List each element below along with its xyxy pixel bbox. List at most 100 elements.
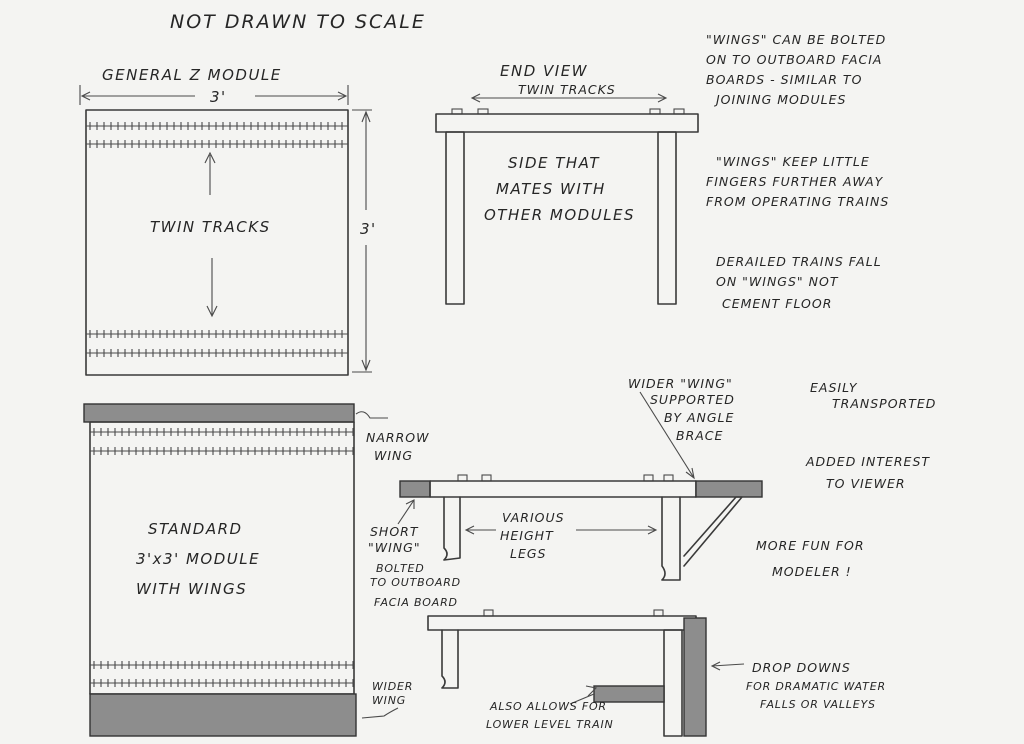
short-wing-label-3: BOLTED	[376, 562, 425, 575]
width-dim-arrow-left	[80, 91, 91, 101]
drop-view-top-board	[427, 615, 697, 631]
legs-label-3: LEGS	[510, 546, 546, 561]
lower-level-leader	[569, 693, 595, 705]
wider-wing-note-1: WIDER "WING"	[628, 376, 733, 391]
short-wing-label-5: FACIA BOARD	[374, 596, 458, 609]
narrow-wing-label-1: NARROW	[366, 430, 429, 445]
short-wing-label-4: TO OUTBOARD	[370, 576, 461, 589]
general-module-tracks	[86, 122, 348, 357]
end-view-side-line-3: OTHER MODULES	[484, 206, 635, 224]
general-module-center-label: TWIN TRACKS	[150, 218, 271, 236]
note-derailed-3: CEMENT FLOOR	[722, 296, 832, 311]
end-view-leg-right	[657, 131, 677, 305]
narrow-wing-leader	[355, 411, 388, 419]
note-fingers-1: "WINGS" KEEP LITTLE	[716, 154, 870, 169]
lower-level-arrow	[585, 685, 598, 697]
height-dim-label: 3'	[360, 220, 377, 238]
drop-downs-label-2: FOR DRAMATIC WATER	[746, 680, 886, 693]
width-dim-label: 3'	[210, 88, 227, 106]
narrow-wing-label-2: WING	[374, 448, 413, 463]
benefit-interest-1: ADDED INTEREST	[805, 454, 930, 469]
arrow-down-head	[206, 305, 218, 318]
benefit-fun-1: MORE FUN FOR	[756, 538, 865, 553]
drop-view-leg-right	[663, 629, 683, 737]
standard-module-tracks	[90, 428, 354, 687]
rail-nub	[483, 609, 494, 617]
height-dim-arrow-bottom	[361, 359, 371, 372]
short-wing-label-2: "WING"	[368, 540, 421, 555]
wider-wing-label-2: WING	[372, 694, 406, 707]
wider-wing	[89, 693, 357, 737]
standard-center-line-1: STANDARD	[148, 520, 243, 538]
wider-wing-note-2: SUPPORTED	[650, 392, 735, 407]
arrow-up-head	[204, 151, 216, 164]
end-view-dim-arrow-right	[657, 93, 668, 103]
wider-wing-note-leader	[639, 391, 695, 479]
end-view-side-line-2: MATES WITH	[496, 180, 606, 198]
wider-wing-leader	[361, 707, 399, 719]
benefit-interest-2: TO VIEWER	[826, 476, 906, 491]
legs-label-1: VARIOUS	[502, 510, 565, 525]
width-dim-arrow-right	[337, 91, 348, 101]
drop-downs-label-3: FALLS OR VALLEYS	[760, 698, 876, 711]
standard-module-plan: STANDARD 3'x3' MODULE WITH WINGS NARROW …	[83, 403, 429, 737]
short-wing-block	[399, 480, 431, 498]
general-module-plan: GENERAL Z MODULE 3' TWIN TRACKS 3'	[79, 66, 377, 376]
standard-center-line-3: WITH WINGS	[136, 580, 247, 598]
benefits-column: EASILY TRANSPORTED ADDED INTEREST TO VIE…	[756, 380, 936, 579]
wider-wing-label-1: WIDER	[372, 680, 413, 693]
notes-column: "WINGS" CAN BE BOLTED ON TO OUTBOARD FAC…	[706, 32, 889, 311]
end-view: END VIEW TWIN TRACKS SIDE THAT MATES WIT…	[435, 62, 699, 305]
rail-nub	[457, 474, 468, 482]
rail-nub	[481, 474, 492, 482]
wing-side-view: WIDER "WING" SUPPORTED BY ANGLE BRACE VA…	[368, 376, 763, 609]
benefit-fun-2: MODELER !	[772, 564, 852, 579]
wider-wing-note-arrow	[685, 467, 695, 480]
rail-nub	[663, 474, 674, 482]
end-view-side-line-1: SIDE THAT	[508, 154, 600, 172]
wider-wing-note-4: BRACE	[676, 428, 723, 443]
short-wing-arrow	[405, 499, 415, 509]
lower-level-label-2: LOWER LEVEL TRAIN	[486, 718, 614, 731]
rail-nub	[643, 474, 654, 482]
title: NOT DRAWN TO SCALE	[170, 11, 426, 33]
wing-view-top-board	[429, 480, 697, 498]
end-view-heading: END VIEW	[500, 62, 588, 80]
rail-nub	[653, 609, 664, 617]
wider-wing-note-3: BY ANGLE	[664, 410, 734, 425]
end-view-leg-left	[445, 131, 465, 305]
drop-downs-label-1: DROP DOWNS	[752, 660, 851, 675]
drop-down-view: DROP DOWNS FOR DRAMATIC WATER FALLS OR V…	[427, 609, 886, 737]
drop-downs-arrow	[710, 661, 721, 671]
wider-wing-block	[695, 480, 763, 498]
legs-arrow-right-head	[647, 525, 658, 535]
note-derailed-1: DERAILED TRAINS FALL	[716, 254, 882, 269]
end-view-dim-arrow-left	[470, 93, 481, 103]
legs-arrow-left-head	[464, 525, 475, 535]
angle-brace	[683, 496, 743, 567]
note-bolted-2: ON TO OUTBOARD FACIA	[706, 52, 882, 67]
general-module-outline	[85, 109, 349, 376]
short-wing-leader	[397, 499, 415, 525]
note-derailed-2: ON "WINGS" NOT	[716, 274, 839, 289]
benefit-transported-1: EASILY	[810, 380, 858, 395]
note-bolted-3: BOARDS - SIMILAR TO	[706, 72, 862, 87]
note-bolted-1: "WINGS" CAN BE BOLTED	[706, 32, 886, 47]
note-fingers-2: FINGERS FURTHER AWAY	[706, 174, 884, 189]
drop-down-board	[683, 617, 707, 737]
benefit-transported-2: TRANSPORTED	[832, 396, 936, 411]
legs-label-2: HEIGHT	[500, 528, 554, 543]
note-fingers-3: FROM OPERATING TRAINS	[706, 194, 889, 209]
wing-view-leg-left	[443, 496, 461, 561]
lower-level-label-1: ALSO ALLOWS FOR	[489, 700, 607, 713]
height-dim-arrow-top	[361, 110, 371, 123]
wing-view-leg-right	[661, 496, 681, 581]
note-bolted-4: JOINING MODULES	[713, 92, 846, 107]
drop-downs-leader	[711, 663, 745, 667]
short-wing-label-1: SHORT	[370, 524, 419, 539]
end-view-track-label: TWIN TRACKS	[518, 82, 616, 97]
narrow-wing	[83, 403, 355, 423]
general-module-heading: GENERAL Z MODULE	[102, 66, 282, 84]
